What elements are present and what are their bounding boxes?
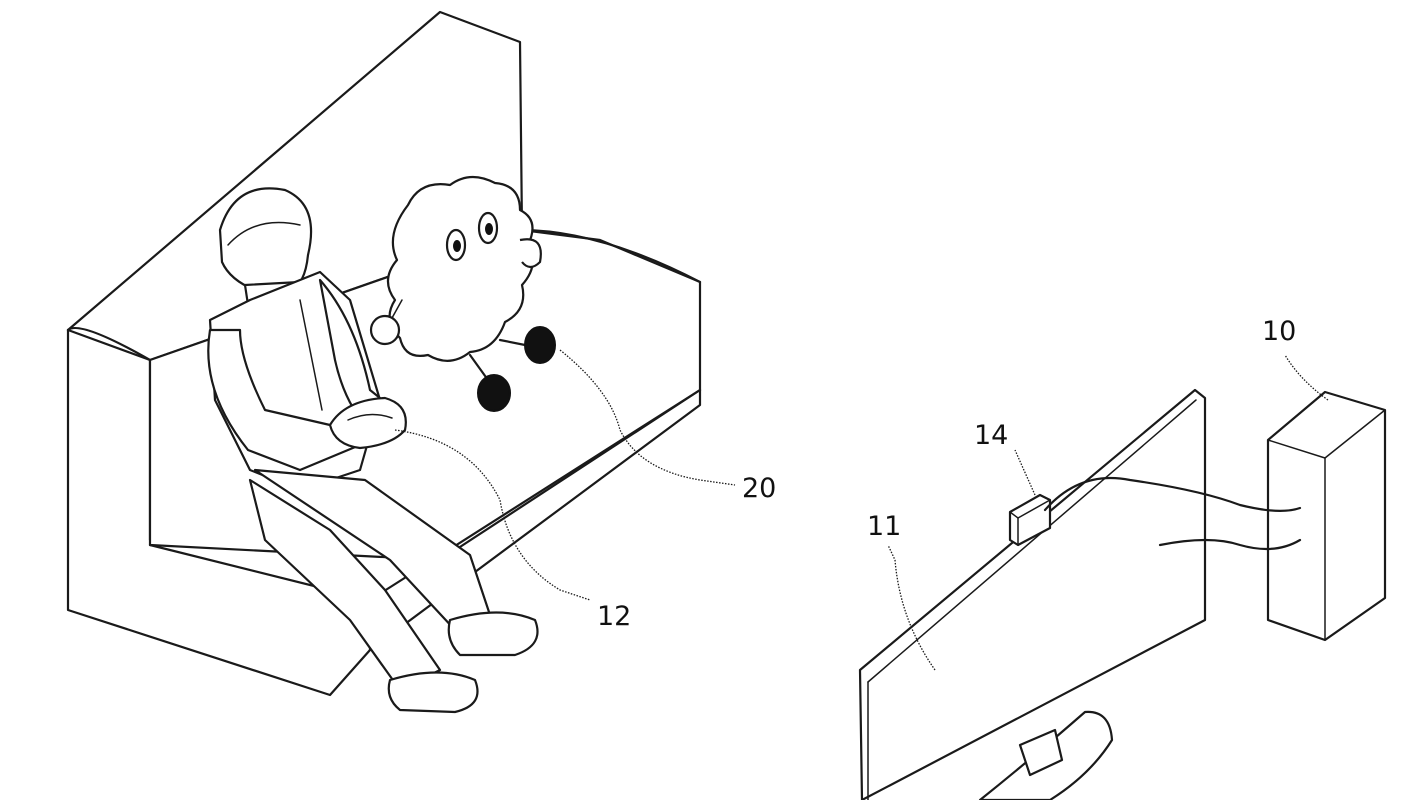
robot-companion: [369, 175, 556, 412]
cables: [1043, 476, 1302, 551]
label-display: 11: [867, 511, 901, 542]
label-robot: 20: [742, 473, 776, 504]
leader-lines: [394, 349, 1329, 671]
label-controller: 12: [597, 601, 631, 632]
camera-device: [1008, 493, 1052, 547]
user-person: [207, 187, 539, 714]
display-device: [858, 388, 1207, 800]
label-console: 10: [1262, 316, 1296, 347]
label-camera: 14: [974, 420, 1008, 451]
console-box: [1266, 390, 1387, 642]
